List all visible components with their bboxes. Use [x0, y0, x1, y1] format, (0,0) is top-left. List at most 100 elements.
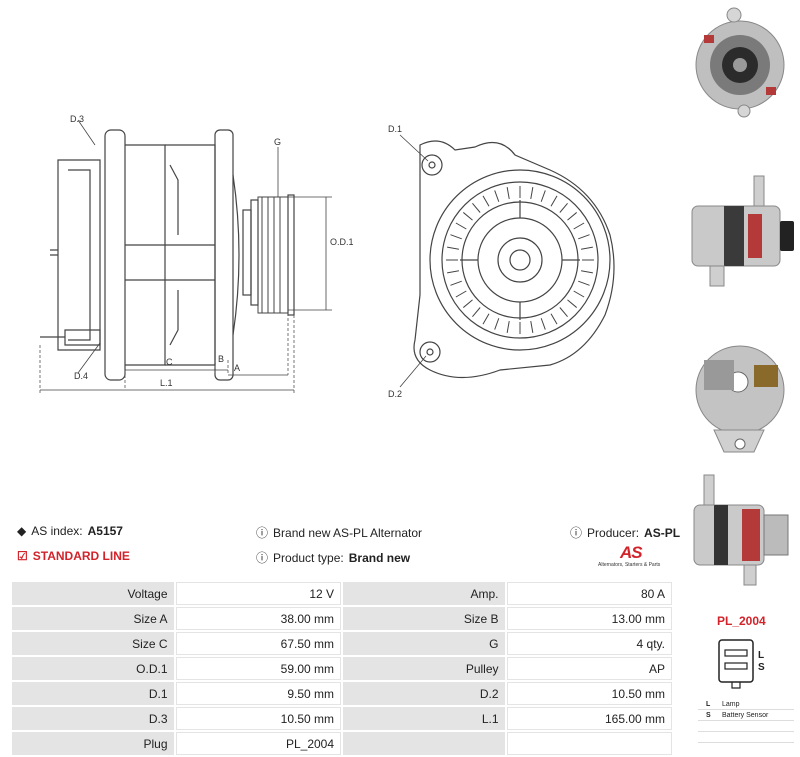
spec-label: Voltage [12, 582, 174, 605]
cooling-fin [506, 320, 510, 333]
info-icon: ⓘ [570, 526, 583, 540]
cooling-fin [550, 195, 558, 207]
label-g: G [274, 137, 281, 147]
cooling-fin [559, 202, 568, 213]
spec-value: 165.00 mm [506, 707, 672, 730]
spec-value: 38.00 mm [175, 607, 342, 630]
legend-row: S Battery Sensor [698, 710, 794, 721]
info-icon: ⓘ [256, 526, 269, 540]
cooling-fin [450, 280, 462, 286]
spec-label: Plug [12, 732, 174, 755]
cooling-fin [540, 318, 546, 330]
cooling-fin [447, 246, 460, 250]
spec-value: 67.50 mm [175, 632, 342, 655]
plug-legend: L Lamp S Battery Sensor [698, 699, 794, 743]
spec-label: D.1 [12, 682, 174, 705]
cooling-fin [530, 187, 534, 200]
alternator-back-photo [695, 345, 785, 453]
cooling-fin [573, 290, 585, 298]
plug-diagram-icon [718, 639, 754, 689]
alternator-front-photo [693, 474, 789, 586]
label-d2: D.2 [388, 389, 402, 399]
spec-label: L.1 [343, 707, 505, 730]
cooling-fin [580, 270, 593, 274]
standard-line: ☑ STANDARD LINE [17, 549, 130, 563]
label-d1: D.1 [388, 124, 402, 134]
legend-row: L Lamp [698, 699, 794, 710]
spec-value: PL_2004 [175, 732, 342, 755]
spec-value [506, 732, 672, 755]
cooling-fin [580, 246, 593, 250]
spec-value: AP [506, 657, 672, 680]
alternator-rear-photo [695, 7, 785, 118]
spec-label: Size A [12, 607, 174, 630]
cooling-fin [530, 320, 534, 333]
product-description: ⓘ Brand new AS-PL Alternator [256, 525, 422, 541]
cooling-fin [462, 299, 473, 308]
cooling-fin [472, 307, 481, 318]
cooling-fin [472, 202, 481, 213]
label-d3: D.3 [70, 114, 84, 124]
spec-label: D.3 [12, 707, 174, 730]
spec-value: 13.00 mm [506, 607, 672, 630]
cooling-fin [578, 280, 590, 286]
tag-icon: ◆ [17, 524, 27, 538]
spec-label: Size B [343, 607, 505, 630]
cooling-fin [494, 318, 500, 330]
plug-title: PL_2004 [717, 614, 766, 628]
cooling-fin [578, 234, 590, 240]
alternator-side-photo [691, 175, 794, 287]
plug-pins: L S [758, 650, 765, 673]
label-d4: D.4 [74, 371, 88, 381]
cooling-fin [559, 307, 568, 318]
info-icon: ⓘ [256, 551, 269, 565]
producer: ⓘ Producer: AS-PL [570, 525, 681, 541]
cooling-fin [573, 222, 585, 230]
front-view-drawing: D.1 D.2 [388, 124, 615, 399]
spec-label [343, 732, 505, 755]
legend-row [698, 732, 794, 743]
cooling-fin [455, 290, 467, 298]
cooling-fin [540, 190, 546, 202]
spec-label: D.2 [343, 682, 505, 705]
spec-value: 10.50 mm [175, 707, 342, 730]
cooling-fin [550, 313, 558, 325]
spec-label: Amp. [343, 582, 505, 605]
spec-label: Size C [12, 632, 174, 655]
spec-label: G [343, 632, 505, 655]
cooling-fin [567, 299, 578, 308]
cooling-fin [455, 222, 467, 230]
product-type: ⓘ Product type: Brand new [256, 550, 411, 566]
spec-value: 10.50 mm [506, 682, 672, 705]
spec-label: Pulley [343, 657, 505, 680]
cooling-fin [482, 313, 490, 325]
cooling-fin [567, 212, 578, 221]
cooling-fin [506, 187, 510, 200]
cooling-fin [450, 234, 462, 240]
cooling-fin [494, 190, 500, 202]
cooling-fin [462, 212, 473, 221]
label-l1: L.1 [160, 378, 173, 388]
spec-value: 59.00 mm [175, 657, 342, 680]
label-b: B [218, 354, 224, 364]
as-pl-logo: AS Alternators, Starters & Parts [598, 543, 661, 568]
spec-label: O.D.1 [12, 657, 174, 680]
side-view-drawing: D.3 D.4 G O.D.1 C B A L.1 [39, 114, 354, 395]
spec-value: 9.50 mm [175, 682, 342, 705]
label-a: A [234, 363, 240, 373]
check-square-icon: ☑ [17, 549, 28, 563]
spec-value: 12 V [175, 582, 342, 605]
spec-value: 80 A [506, 582, 672, 605]
label-c: C [166, 357, 173, 367]
cooling-fin [447, 270, 460, 274]
as-index: ◆ AS index: A5157 [17, 524, 123, 538]
cooling-fin [482, 195, 490, 207]
